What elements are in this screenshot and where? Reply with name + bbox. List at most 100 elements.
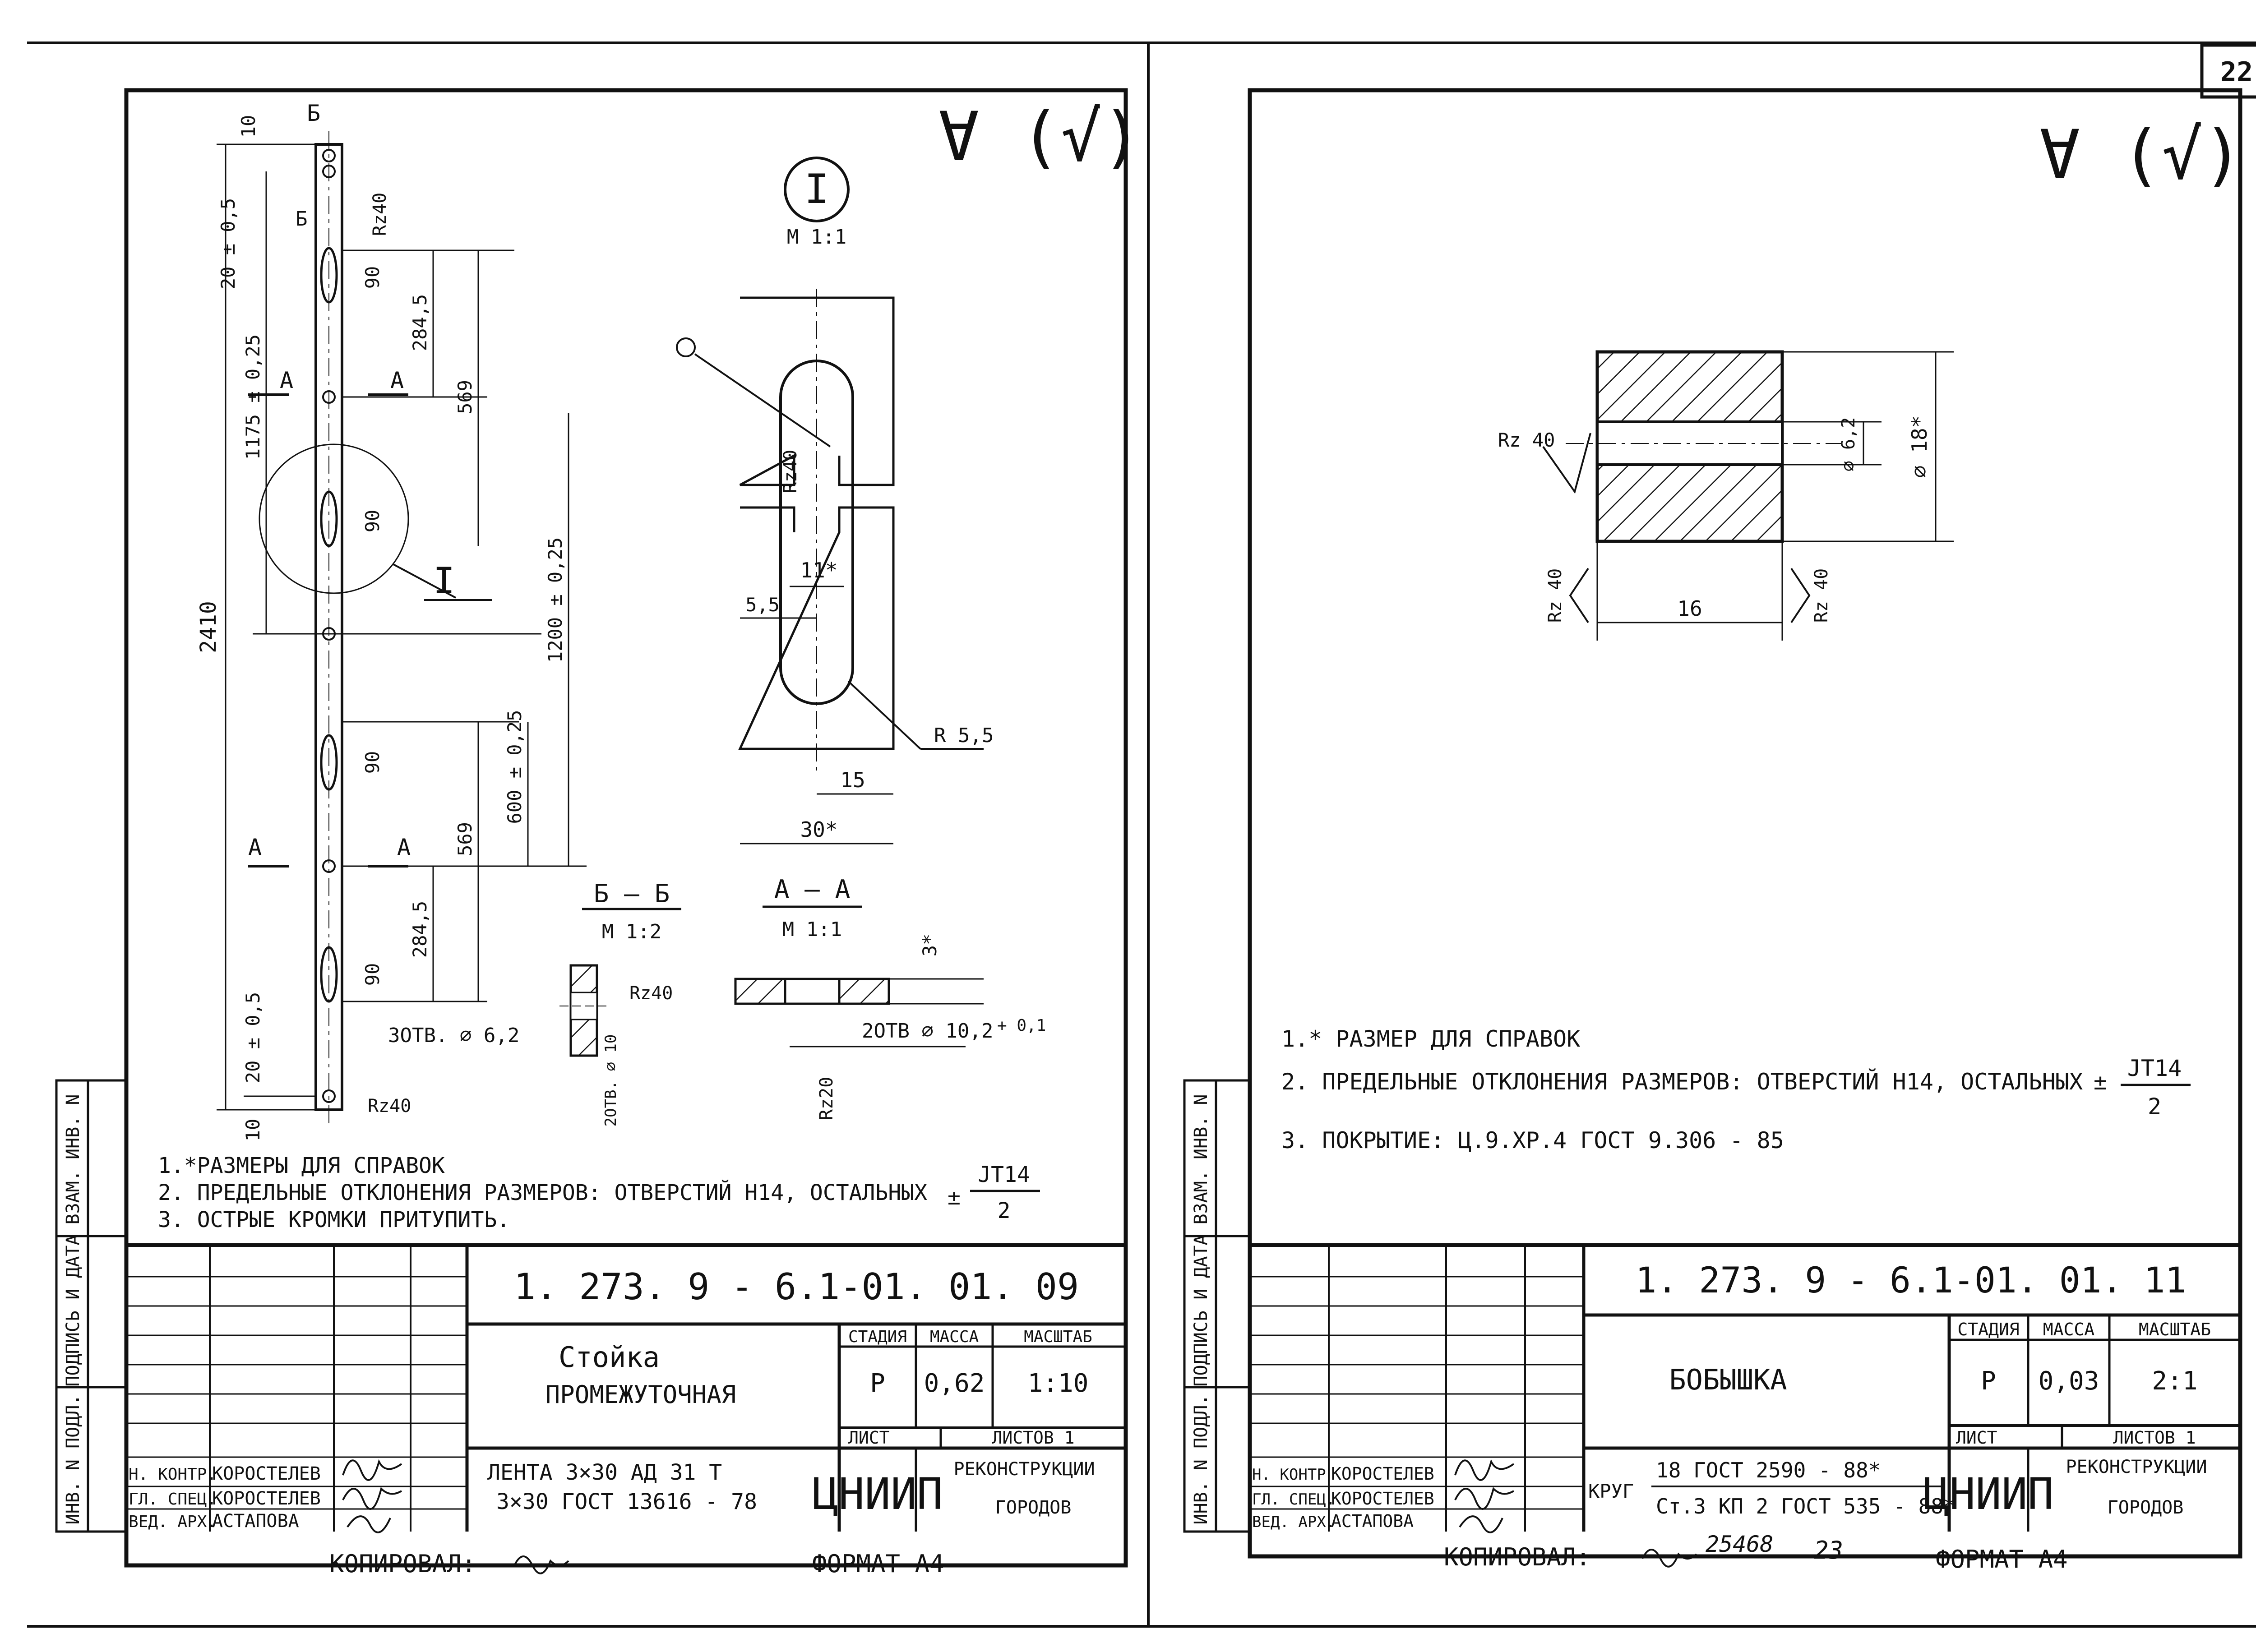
person-3: АСТАПОВА: [1331, 1511, 1414, 1531]
side-label-inv: ИНВ. N ПОДЛ.: [63, 1394, 83, 1525]
sheet-1-side-stamp: ИНВ. N ПОДЛ. ПОДПИСЬ И ДАТА ВЗАМ. ИНВ. N: [55, 1079, 128, 1533]
material-line2: Ст.3 КП 2 ГОСТ 535 - 88*: [1656, 1494, 1956, 1518]
mass-header: МАССА: [930, 1328, 979, 1346]
detail-view-scale: M 1:1: [787, 226, 846, 249]
sheet-header: ЛИСТ: [1956, 1428, 1997, 1448]
dim-1175: 1175 ± 0,25: [242, 334, 264, 460]
dim-r5-5: R 5,5: [934, 724, 994, 747]
dim-3: 3*: [919, 934, 941, 957]
mass-header: МАССА: [2043, 1320, 2095, 1339]
dim-d6-2: ⌀ 6,2: [1838, 417, 1859, 471]
side-label-inv: ИНВ. N ПОДЛ.: [1191, 1394, 1211, 1525]
label-b-top: Б: [307, 100, 320, 126]
stage-header: СТАДИЯ: [1957, 1320, 2019, 1339]
section-a-right-2: А: [397, 834, 411, 860]
stage-value: Р: [1981, 1366, 1996, 1396]
rz40-top: Rz40: [370, 193, 390, 236]
part-name-line2: ПРОМЕЖУТОЧНАЯ: [546, 1380, 736, 1409]
detail-view-i: I M 1:1 Rz40 11* 5,5 R 5,5 15 30*: [676, 157, 994, 844]
mass-value: 0,03: [2039, 1366, 2099, 1396]
section-a-left-1: А: [280, 367, 293, 393]
sheet-header: ЛИСТ: [848, 1428, 890, 1448]
role-1: Н. КОНТР: [1252, 1466, 1326, 1484]
person-3: АСТАПОВА: [212, 1511, 299, 1532]
sheet-1-notes: 1.*РАЗМЕРЫ ДЛЯ СПРАВОК 2. ПРЕДЕЛЬНЫЕ ОТК…: [158, 1153, 1040, 1232]
org-logo: ЦНИИП: [1923, 1469, 2054, 1519]
dim-20-top: 20 ± 0,5: [217, 198, 239, 289]
signature-1: [342, 1459, 402, 1481]
signature-1: [1454, 1459, 1515, 1481]
dim-284-a: 284,5: [409, 294, 431, 351]
signature-3: [347, 1515, 391, 1533]
drawing-code: 1. 273. 9 - 6.1-01. 01. 11: [1636, 1260, 2187, 1301]
section-a-right-1: А: [390, 367, 404, 393]
section-aa: А — А М 1:1 3* 2ОТВ ⌀ 10,2 + 0,1 Rz20: [734, 875, 1046, 1120]
signature-2: [342, 1487, 402, 1510]
dim-284-b: 284,5: [409, 901, 431, 958]
person-2: КОРОСТЕЛЕВ: [212, 1488, 321, 1509]
side-label-replace: ВЗАМ. ИНВ. N: [63, 1094, 83, 1225]
sheet-2-notes: 1.* РАЗМЕР ДЛЯ СПРАВОК 2. ПРЕДЕЛЬНЫЕ ОТК…: [1281, 1026, 2191, 1154]
sheet-1-title-block: 1. 273. 9 - 6.1-01. 01. 09 Стойка ПРОМЕЖ…: [126, 1243, 1126, 1533]
role-3: ВЕД. АРХ.: [1252, 1513, 1335, 1531]
label-b-side: Б: [296, 208, 308, 231]
tol-sign: ±: [2094, 1069, 2107, 1095]
rz40-bottom-right: Rz 40: [1811, 568, 1832, 623]
sheet-2-title-block: 1. 273. 9 - 6.1-01. 01. 11 БОБЫШКА СТАДИ…: [1250, 1243, 2240, 1533]
side-label-replace: ВЗАМ. ИНВ. N: [1191, 1094, 1211, 1225]
sheet-2-side-stamp: ИНВ. N ПОДЛ. ПОДПИСЬ И ДАТА ВЗАМ. ИНВ. N: [1183, 1079, 1251, 1533]
page-number: 22: [2220, 56, 2253, 88]
note-1: 1.*РАЗМЕРЫ ДЛЯ СПРАВОК: [158, 1153, 445, 1178]
material-line1: ЛЕНТА 3×30 АД 31 Т: [487, 1460, 722, 1485]
rz40-bottom-left: Rz 40: [1545, 568, 1566, 623]
drawing-code: 1. 273. 9 - 6.1-01. 01. 09: [514, 1266, 1079, 1308]
dim-569-b: 569: [454, 822, 476, 856]
note-3: 3. ПОКРЫТИЕ: Ц.9.ХР.4 ГОСТ 9.306 - 85: [1281, 1127, 1784, 1154]
copied-signature: [513, 1555, 569, 1574]
tol-den: 2: [998, 1198, 1011, 1223]
scale-header: МАСШТАБ: [2139, 1320, 2211, 1339]
rz40-detail: Rz40: [780, 450, 801, 493]
dim-600: 600 ± 0,25: [504, 710, 526, 824]
role-1: Н. КОНТР.: [129, 1465, 217, 1484]
person-2: КОРОСТЕЛЕВ: [1331, 1489, 1434, 1509]
sheet-1: ИНВ. N ПОДЛ. ПОДПИСЬ И ДАТА ВЗАМ. ИНВ. N…: [55, 88, 1142, 1578]
note-2: 2. ПРЕДЕЛЬНЫЕ ОТКЛОНЕНИЯ РАЗМЕРОВ: ОТВЕР…: [158, 1180, 927, 1205]
rz40-left: Rz 40: [1498, 429, 1555, 451]
tol-aa: + 0,1: [997, 1016, 1046, 1035]
sheets-header: ЛИСТОВ 1: [992, 1428, 1074, 1448]
role-2: ГЛ. СПЕЦ.: [129, 1490, 217, 1509]
copied-label: КОПИРОВАЛ:: [1444, 1543, 1590, 1571]
section-bb-label: Б — Б: [594, 879, 670, 909]
roughness-symbol: ∀ (√): [2039, 116, 2243, 194]
role-2: ГЛ. СПЕЦ.: [1252, 1490, 1335, 1509]
strip-dimension-lines: [217, 143, 587, 1111]
strip-dimension-texts: 10 Б Б Rz40 20 ± 0,5 1175 ± 0,25 90 284,…: [196, 100, 566, 1141]
stage-value: Р: [870, 1369, 885, 1398]
holes-note: 3ОТВ. ⌀ 6,2: [388, 1024, 519, 1047]
dim-15: 15: [840, 768, 865, 792]
page-number-box: 22: [2200, 43, 2256, 99]
section-aa-label: А — А: [774, 875, 851, 904]
part-name-line1: БОБЫШКА: [1669, 1363, 1787, 1396]
section-bb-scale: М 1:2: [602, 920, 661, 943]
person-1: КОРОСТЕЛЕВ: [212, 1463, 321, 1484]
side-label-sign: ПОДПИСЬ И ДАТА: [1191, 1234, 1211, 1386]
copied-label: КОПИРОВАЛ:: [329, 1550, 476, 1578]
dim-2410: 2410: [196, 601, 221, 653]
rz40-bot: Rz40: [368, 1096, 411, 1117]
material-prefix: КРУГ: [1588, 1480, 1634, 1502]
tol-num: ЈТ14: [2127, 1055, 2182, 1081]
dim-10-bot: 10: [242, 1119, 264, 1142]
sheet-2-frame: [1248, 88, 2242, 1559]
dim-90-b: 90: [361, 510, 384, 533]
scale-value: 1:10: [1028, 1369, 1089, 1398]
copy-page: 23: [1814, 1536, 1843, 1564]
copied-signature: [1641, 1549, 1697, 1568]
page-frame: [27, 42, 2256, 1628]
org-logo: ЦНИИП: [813, 1469, 943, 1519]
org-line2: ГОРОДОВ: [2108, 1497, 2184, 1518]
dim-90-a: 90: [361, 266, 384, 289]
copy-number: 25468: [1706, 1531, 1774, 1557]
mass-value: 0,62: [924, 1369, 985, 1398]
